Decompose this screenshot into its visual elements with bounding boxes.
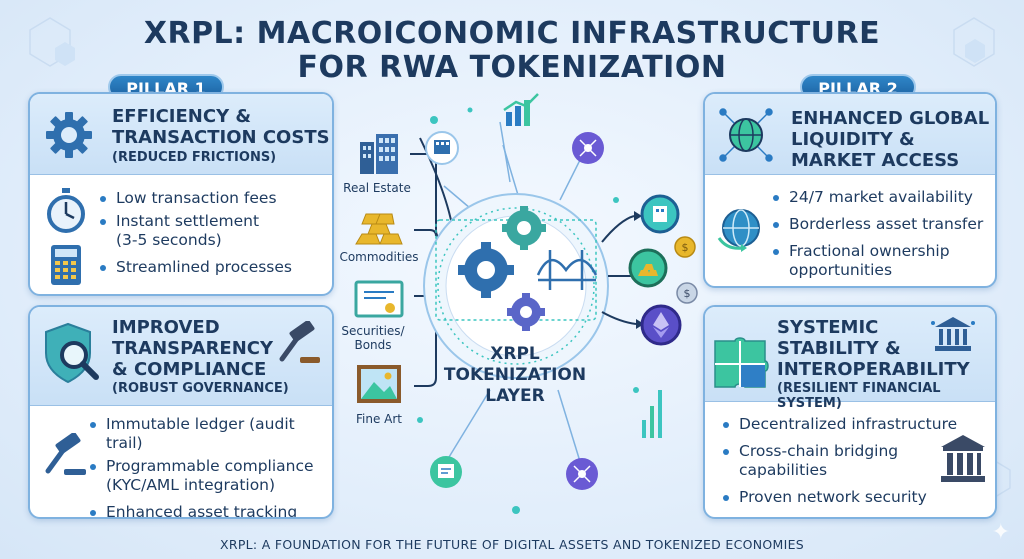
list-item: Programmable compliance: [86, 457, 332, 476]
efficiency-bullets: Low transaction fees Instant settlement …: [96, 189, 292, 281]
gold-token-icon: [628, 248, 668, 288]
efficiency-title: EFFICIENCY & TRANSACTION COSTS: [112, 106, 330, 148]
shield-magnifier-icon: [45, 322, 99, 384]
puzzle-icon: [714, 337, 769, 388]
liquidity-title: ENHANCED GLOBAL LIQUIDITY & MARKET ACCES…: [791, 108, 990, 171]
list-item: Fractional ownership: [769, 242, 983, 261]
sparkle-icon: ✦: [991, 520, 1010, 545]
list-item: Proven network security: [719, 488, 957, 507]
network-node-icon: [566, 458, 598, 490]
page-title-line-1: XRPL: MACROICONOMIC INFRASTRUCTURE: [143, 16, 881, 51]
list-item: Enhanced asset tracking: [86, 503, 332, 517]
asset-label-securities: Securities/ Bonds: [341, 324, 405, 352]
real-estate-building-icon: [360, 134, 398, 174]
liquidity-panel: ENHANCED GLOBAL LIQUIDITY & MARKET ACCES…: [703, 92, 997, 288]
list-item: Streamlined processes: [96, 258, 292, 277]
list-item: opportunities: [789, 261, 893, 279]
list-item: Immutable ledger (audit trail): [86, 415, 332, 453]
tokenization-flow-diagram: [410, 93, 644, 514]
growth-chart-icon: [503, 93, 539, 126]
list-item: 24/7 market availability: [769, 188, 983, 207]
liquidity-bullets: 24/7 market availability Borderless asse…: [769, 188, 983, 284]
network-node-icon: [572, 132, 604, 164]
gear-icon: [507, 293, 545, 331]
transparency-title: IMPROVED TRANSPARENCY & COMPLIANCE: [112, 317, 274, 380]
list-item: Low transaction fees: [96, 189, 292, 208]
asset-label-real-estate: Real Estate: [343, 181, 411, 195]
stability-title: SYSTEMIC STABILITY & INTEROPERABILITY: [777, 317, 970, 380]
dollar-coin-icon: $: [674, 236, 696, 258]
list-item: Borderless asset transfer: [769, 215, 983, 234]
stability-panel: SYSTEMIC STABILITY & INTEROPERABILITY (R…: [703, 305, 997, 519]
stability-subtitle: (RESILIENT FINANCIAL SYSTEM): [777, 381, 941, 411]
list-item: Cross-chain bridging: [719, 442, 957, 461]
gear-icon: [502, 206, 546, 250]
dollar-coin-icon: $: [676, 282, 698, 304]
transparency-bullets: Immutable ledger (audit trail) Programma…: [86, 415, 332, 517]
efficiency-panel: EFFICIENCY & TRANSACTION COSTS (REDUCED …: [28, 92, 334, 296]
globe-arrows-icon: [717, 209, 760, 252]
calculator-icon: [51, 245, 81, 285]
asset-label-fine-art: Fine Art: [355, 412, 402, 426]
bank-building-icon: [941, 435, 985, 482]
list-item: (KYC/AML integration): [106, 476, 276, 494]
gear-icon: [458, 242, 514, 298]
list-item: (3-5 seconds): [116, 231, 222, 249]
gavel-icon: [279, 321, 320, 363]
asset-label-commodities: Commodities: [339, 250, 419, 264]
bank-network-icon: [931, 317, 975, 351]
gold-bars-icon: [355, 213, 403, 245]
certificate-node-icon: [430, 456, 462, 488]
list-item: Decentralized infrastructure: [719, 415, 957, 434]
efficiency-subtitle: (REDUCED FRICTIONS): [112, 150, 277, 165]
page-title-line-2: FOR RWA TOKENIZATION: [297, 50, 727, 85]
list-item: capabilities: [739, 461, 828, 479]
decorative-bars: [642, 390, 662, 438]
building-node-icon: [425, 131, 459, 165]
svg-text:$: $: [682, 241, 689, 254]
tokenization-layer-label: XRPL TOKENIZATION LAYER: [443, 344, 587, 406]
gear-icon: [46, 112, 92, 158]
real-estate-token-icon: [640, 194, 680, 234]
footer-caption: XRPL: A FOUNDATION FOR THE FUTURE OF DIG…: [219, 537, 805, 552]
svg-text:$: $: [684, 287, 691, 300]
gavel-icon: [45, 433, 86, 475]
certificate-icon: [354, 280, 404, 318]
stability-bullets: Decentralized infrastructure Cross-chain…: [719, 415, 957, 511]
globe-network-icon: [719, 108, 773, 162]
list-item: Instant settlement: [96, 212, 292, 231]
fine-art-picture-icon: [357, 365, 401, 403]
transparency-subtitle: (ROBUST GOVERNANCE): [112, 381, 289, 396]
ethereum-token-icon: [640, 304, 682, 346]
bridge-icon: [536, 250, 598, 290]
stopwatch-icon: [47, 188, 85, 233]
transparency-panel: IMPROVED TRANSPARENCY & COMPLIANCE (ROBU…: [28, 305, 334, 519]
